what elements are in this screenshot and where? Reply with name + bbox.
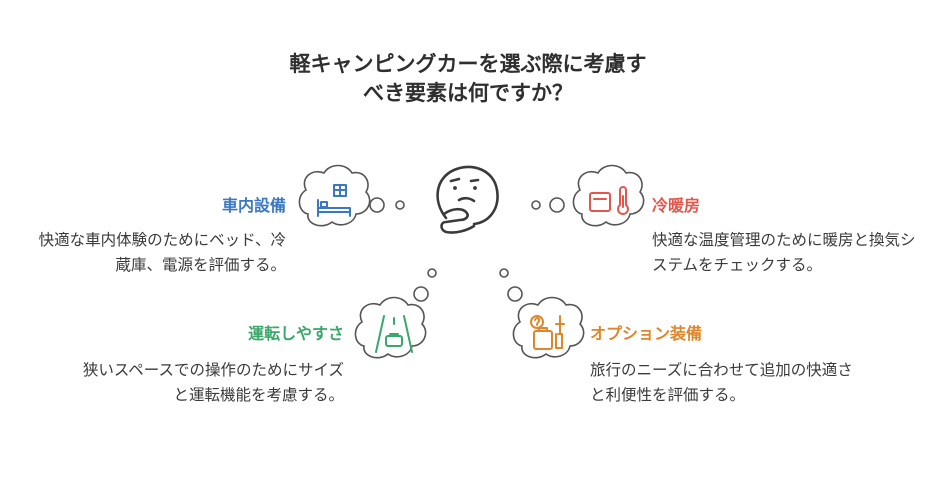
- diagram-title: 軽キャンピングカーを選ぶ際に考慮すべき要素は何ですか？: [289, 52, 647, 105]
- road-car-icon: [354, 296, 427, 359]
- bed-icon: [298, 164, 371, 227]
- luggage-icon: [512, 296, 585, 359]
- driving-heading: 運転しやすさ: [248, 324, 344, 343]
- thought-dot: [507, 286, 523, 302]
- thermometer-icon: [572, 164, 645, 227]
- heating-description: 快適な温度管理のために暖房と換気システムをチェックする。: [652, 231, 916, 274]
- interior-heading: 車内設備: [221, 196, 286, 215]
- thought-dot: [369, 197, 385, 213]
- heating-heading: 冷暖房: [652, 196, 701, 215]
- driving-description: 狭いスペースでの操作のためにサイズと運転機能を考慮する。: [82, 361, 344, 404]
- thought-dot: [549, 197, 565, 213]
- interior-description: 快適な車内体験のためにベッド、冷蔵庫、電源を評価する。: [38, 231, 286, 274]
- thought-dot: [427, 268, 437, 278]
- thought-dot: [531, 200, 541, 210]
- options-heading: オプション装備: [590, 324, 703, 343]
- options-description: 旅行のニーズに合わせて追加の快適さと利便性を評価する。: [590, 361, 853, 404]
- thought-dot: [499, 268, 509, 278]
- thinking-face-icon: [436, 165, 499, 234]
- thought-dot: [413, 286, 429, 302]
- thought-dot: [395, 200, 405, 210]
